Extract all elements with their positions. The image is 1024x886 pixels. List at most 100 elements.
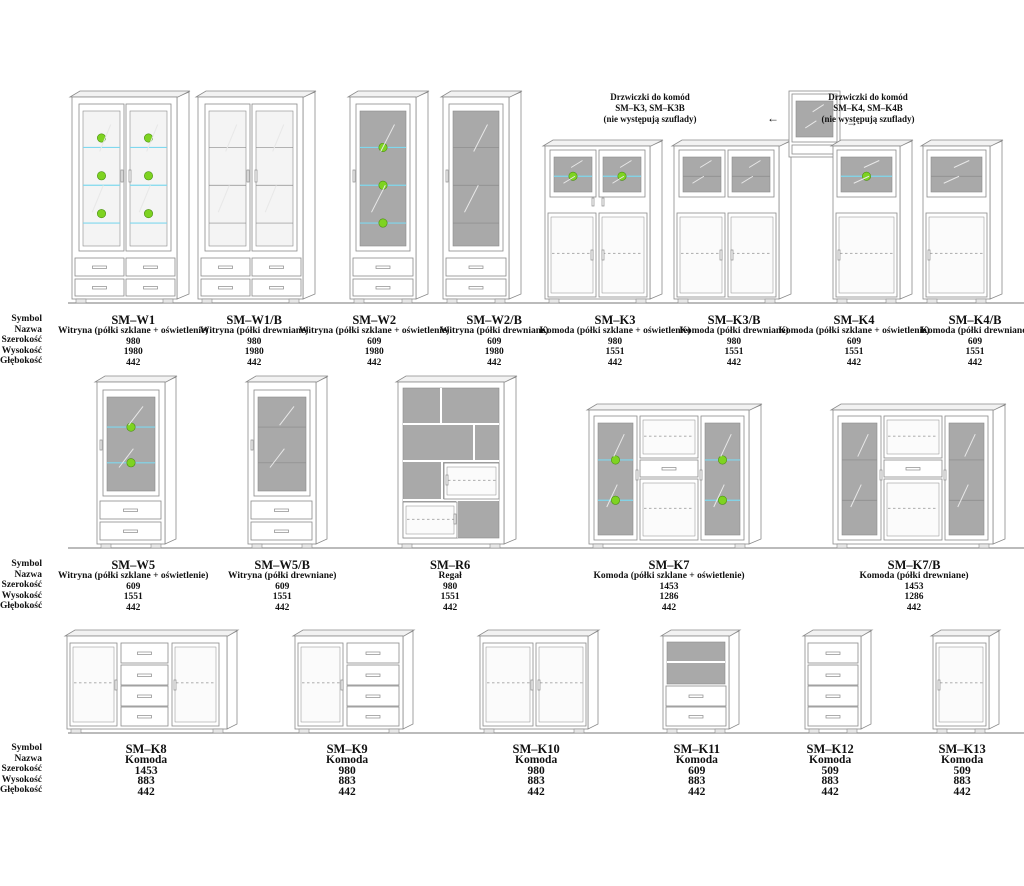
drawer-handle (143, 265, 158, 269)
door-handle (445, 169, 449, 183)
spec-width: 980 (527, 764, 545, 777)
drawer-handle (905, 467, 921, 471)
spec-block: SM–W1/B Witryna (półki drewniane) 980 19… (200, 314, 308, 368)
led-light (126, 422, 136, 432)
door-handle (635, 469, 639, 481)
wood-panel (642, 419, 696, 455)
glass-reflection (91, 185, 104, 213)
drawer-handle (274, 529, 289, 533)
drawer-handle (92, 286, 107, 290)
note-k4-line-2: SM–K4, SM–K4B (833, 103, 903, 113)
cabinet-foot (401, 543, 413, 549)
cabinet-foot (150, 543, 162, 549)
cabinet-foot (936, 728, 948, 734)
wood-panel (679, 216, 723, 294)
cabinet-foot (846, 728, 858, 734)
cabinet-top (670, 139, 793, 147)
spec-block: SM–R6 Regał 980 1551 442 (430, 559, 470, 613)
cabinet-top (63, 629, 240, 637)
spec-width: 609 (275, 581, 290, 592)
spec-symbol: SM–W2/B (466, 313, 522, 327)
cabinet-top (194, 90, 317, 98)
cabinet-side (728, 630, 740, 730)
spec-height: 1551 (272, 592, 292, 603)
spec-block: SM–K11 Komoda 609 883 442 (674, 743, 721, 798)
wood-panel (405, 505, 455, 535)
spec-height: 1551 (123, 592, 143, 603)
glass-reflection (863, 160, 880, 168)
cabinet-side (778, 140, 792, 300)
drawer-handle (468, 286, 484, 290)
cabinet-side (899, 140, 913, 300)
spec-width: 980 (726, 336, 742, 347)
glass-reflection (713, 484, 725, 508)
spec-width: 1453 (904, 581, 924, 592)
cabinet-top (659, 629, 742, 637)
cabinet-foot (885, 298, 897, 304)
cabinet-foot (301, 543, 313, 549)
cabinet-side (503, 376, 517, 545)
spec-height: 1980 (123, 347, 143, 358)
door-handle (352, 169, 356, 183)
spec-depth: 442 (821, 786, 839, 799)
spec-depth: 442 (338, 786, 356, 799)
glass-reflection (853, 175, 870, 184)
spec-height: 883 (953, 775, 971, 788)
spec-name: Komoda (941, 754, 984, 766)
spec-width: 1453 (659, 581, 679, 592)
row-labels-3: Symbol Nazwa Szerokość Wysokość Głębokoś… (0, 743, 42, 796)
door-handle (730, 249, 734, 261)
label-szerokosc: Szerokość (1, 335, 42, 346)
label-nazwa: Nazwa (14, 753, 42, 764)
spec-block: SM–W5 Witryna (półki szklane + oświetlen… (58, 559, 208, 613)
spec-block: SM–K7/B Komoda (półki drewniane) 1453 12… (860, 559, 969, 613)
cabinet-side (176, 91, 190, 300)
glass-reflection (957, 484, 969, 508)
cabinet-top (585, 403, 763, 411)
drawer-handle (218, 265, 233, 269)
cabinet-side (989, 140, 1003, 300)
cabinet-side (508, 91, 522, 300)
spec-block: SM–W2 Witryna (półki szklane + oświetlen… (299, 314, 449, 368)
spec-symbol: SM–W5 (111, 558, 156, 572)
spec-height: 1551 (605, 347, 625, 358)
spec-symbol: SM–K4 (833, 313, 875, 327)
spec-block: SM–K7 Komoda (półki szklane + oświetleni… (594, 559, 745, 613)
cabinet-foot (764, 298, 776, 304)
cabinet-foot (388, 728, 400, 734)
spec-name: Komoda (półki szklane + oświetlenie) (778, 326, 930, 336)
note-doors-k4: Drzwiczki do komód SM–K4, SM–K4B (nie wy… (822, 92, 915, 125)
spec-depth: 442 (487, 357, 502, 368)
spec-width: 509 (821, 764, 839, 777)
spec-depth: 442 (607, 357, 623, 368)
drawer-handle (825, 673, 841, 677)
spec-depth: 442 (967, 357, 983, 368)
drawer-handle (375, 286, 391, 290)
spec-name: Witryna (półki szklane + oświetlenie) (58, 326, 209, 336)
spec-depth: 442 (247, 357, 262, 368)
cabinet-foot (75, 298, 87, 304)
label-nazwa: Nazwa (14, 324, 42, 335)
note-k3-line-2: SM–K3, SM–K3B (615, 103, 685, 113)
spec-depth: 442 (846, 357, 862, 368)
cabinet-top (346, 90, 430, 98)
spec-block: SM–K10 Komoda 980 883 442 (513, 743, 560, 798)
drawer-handle (137, 694, 152, 698)
led-light (144, 209, 154, 219)
door-handle (246, 169, 250, 183)
spec-width: 509 (953, 764, 971, 777)
spec-name: Komoda (półki drewniane) (679, 326, 789, 336)
wood-panel (838, 216, 895, 294)
cabinet-side (302, 91, 316, 300)
spec-name: Regał (438, 571, 462, 581)
spec-block: SM–K3/B Komoda (półki drewniane) 980 155… (680, 314, 789, 368)
spec-symbol: SM–K10 (512, 742, 560, 756)
spec-depth: 442 (443, 602, 458, 613)
door-handle (590, 249, 594, 261)
cabinet-top (439, 90, 523, 98)
row-labels-1: Symbol Nazwa Szerokość Wysokość Głębokoś… (0, 314, 42, 367)
cabinet-foot (836, 543, 848, 549)
cabinet-side (992, 404, 1006, 545)
spec-height: 1286 (659, 592, 679, 603)
spec-block: SM–W5/B Witryna (półki drewniane) 609 15… (228, 559, 336, 613)
